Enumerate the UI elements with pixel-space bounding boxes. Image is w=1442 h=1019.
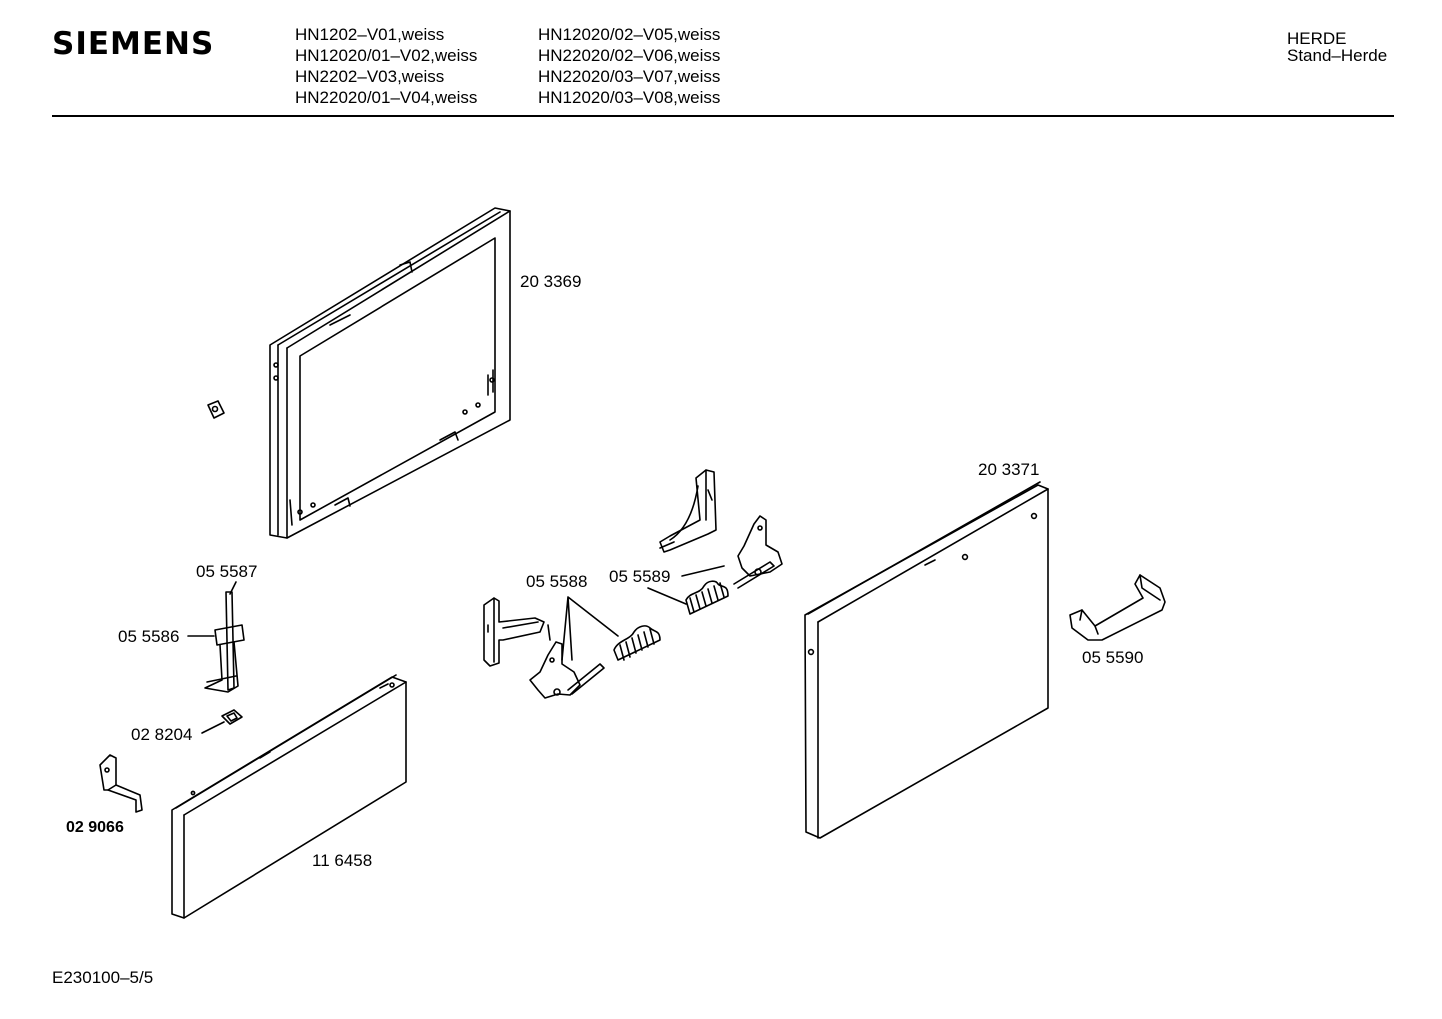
door-part (804, 481, 1049, 839)
leader-line (659, 541, 675, 549)
hinge-set-part (483, 597, 661, 699)
label-clip-nut: 02 8204 (131, 725, 192, 744)
small-clip-icon (221, 709, 243, 725)
label-hinge: 05 5589 (609, 567, 670, 586)
pin-bracket-part (204, 591, 245, 693)
model-item: HN22020/03–V07,weiss (538, 67, 721, 86)
label-drawer-panel: 11 6458 (312, 851, 372, 870)
category-label: HERDE Stand–Herde (1287, 30, 1387, 64)
label-holder: 02 9066 (66, 819, 124, 836)
leader-line (201, 721, 225, 734)
leader-line (229, 581, 237, 595)
model-item: HN2202–V03,weiss (295, 67, 445, 86)
label-pin: 05 5587 (196, 562, 257, 581)
model-item: HN22020/01–V04,weiss (295, 88, 478, 107)
hinge-part (659, 469, 783, 615)
label-door: 20 3371 (978, 460, 1039, 479)
siemens-logo: SIEMENS (52, 26, 215, 62)
header-divider (52, 115, 1394, 117)
label-handle: 05 5590 (1082, 648, 1143, 667)
model-list-right: HN12020/02–V05,weiss HN22020/02–V06,weis… (538, 24, 720, 108)
label-hinge-set: 05 5588 (526, 572, 587, 591)
label-frame: 20 3369 (520, 272, 581, 291)
model-item: HN1202–V01,weiss (295, 25, 445, 44)
frame-part (269, 207, 511, 539)
model-item: HN12020/03–V08,weiss (538, 88, 721, 107)
leader-line (561, 596, 619, 661)
holder-part (99, 754, 143, 813)
category-subtype: Stand–Herde (1287, 46, 1388, 65)
leader-line (647, 587, 687, 605)
model-item: HN12020/02–V05,weiss (538, 25, 721, 44)
model-list-left: HN1202–V01,weiss HN12020/01–V02,weiss HN… (295, 24, 477, 108)
drawing-code: E230100–5/5 (52, 968, 154, 987)
category-name: HERDE (1287, 29, 1347, 48)
label-bracket: 05 5586 (118, 627, 179, 646)
handle-part (1069, 574, 1166, 641)
clip-nut-icon (207, 400, 225, 419)
leader-line (681, 565, 725, 577)
model-item: HN22020/02–V06,weiss (538, 46, 721, 65)
drawer-panel-part (171, 674, 407, 919)
model-item: HN12020/01–V02,weiss (295, 46, 478, 65)
